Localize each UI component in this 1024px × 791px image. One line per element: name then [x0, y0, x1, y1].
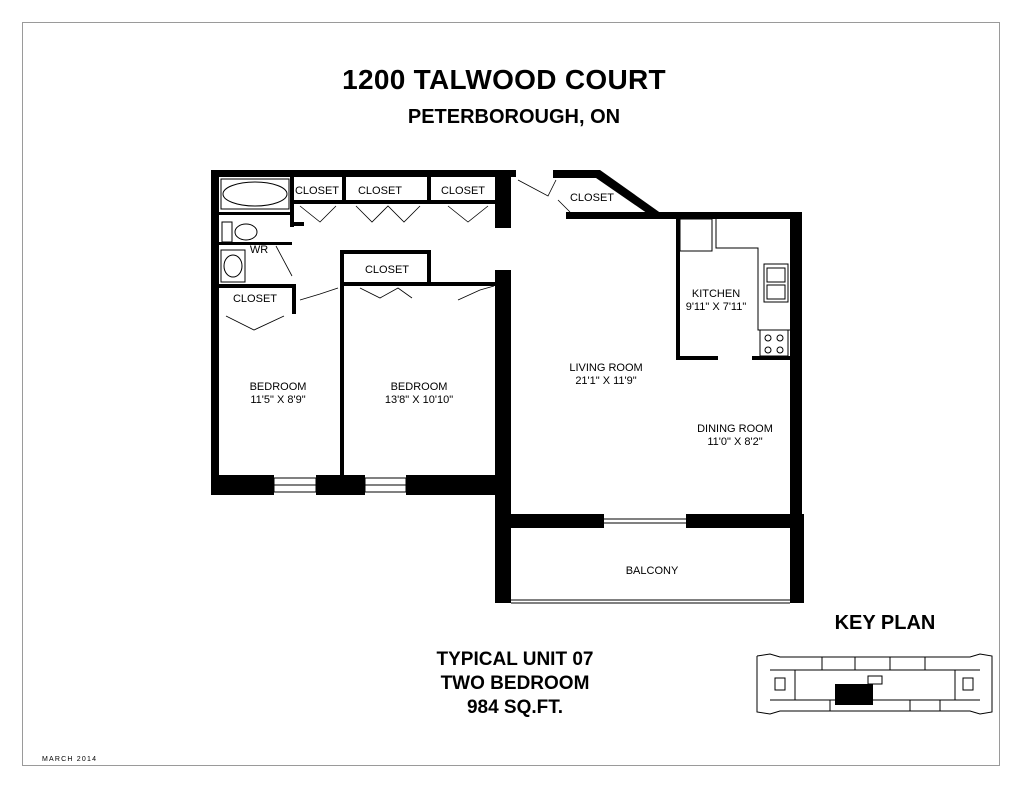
bedroom1-dimensions: 11'5" X 8'9": [250, 394, 305, 406]
unit-info: TYPICAL UNIT 07 TWO BEDROOM 984 SQ.FT.: [380, 648, 650, 720]
key-plan-title: KEY PLAN: [834, 612, 936, 634]
dining-room-label: DINING ROOM: [697, 423, 773, 435]
closet-label-entry: CLOSET: [570, 192, 614, 204]
key-plan-diagram: [756, 653, 993, 715]
living-room-dimensions: 21'1" X 11'9": [575, 375, 636, 387]
bedroom2-dimensions: 13'8" X 10'10": [385, 394, 453, 406]
unit-bedrooms: TWO BEDROOM: [440, 673, 590, 694]
room-labels: CLOSET CLOSET CLOSET CLOSET CLOSET CLOSE…: [233, 185, 773, 577]
unit-area: 984 SQ.FT.: [466, 697, 564, 718]
closet-label-bedroom2: CLOSET: [365, 264, 409, 276]
page-border: [22, 22, 1000, 766]
door-swings: [225, 179, 571, 331]
page-subtitle: PETERBOROUGH, ON: [407, 106, 621, 128]
unit-type: TYPICAL UNIT 07: [436, 649, 594, 670]
closet-label-3: CLOSET: [441, 185, 485, 197]
living-room-label: LIVING ROOM: [569, 362, 642, 374]
kitchen-dimensions: 9'11" X 7'11": [686, 301, 747, 313]
balcony-label: BALCONY: [626, 565, 679, 577]
dining-room-dimensions: 11'0" X 8'2": [707, 436, 762, 448]
page-title: 1200 TALWOOD COURT: [342, 64, 666, 95]
kitchen-label: KITCHEN: [692, 288, 740, 300]
closet-label-bedroom1: CLOSET: [233, 293, 277, 305]
closet-label-1: CLOSET: [295, 185, 339, 197]
plan-date: MARCH 2014: [42, 756, 98, 763]
closet-label-2: CLOSET: [358, 185, 402, 197]
bedroom1-label: BEDROOM: [250, 381, 307, 393]
bedroom2-label: BEDROOM: [391, 381, 448, 393]
washroom-label: WR: [250, 244, 268, 256]
walls: [211, 170, 804, 603]
fixtures: [220, 178, 790, 604]
key-plan-highlight: [835, 684, 873, 705]
